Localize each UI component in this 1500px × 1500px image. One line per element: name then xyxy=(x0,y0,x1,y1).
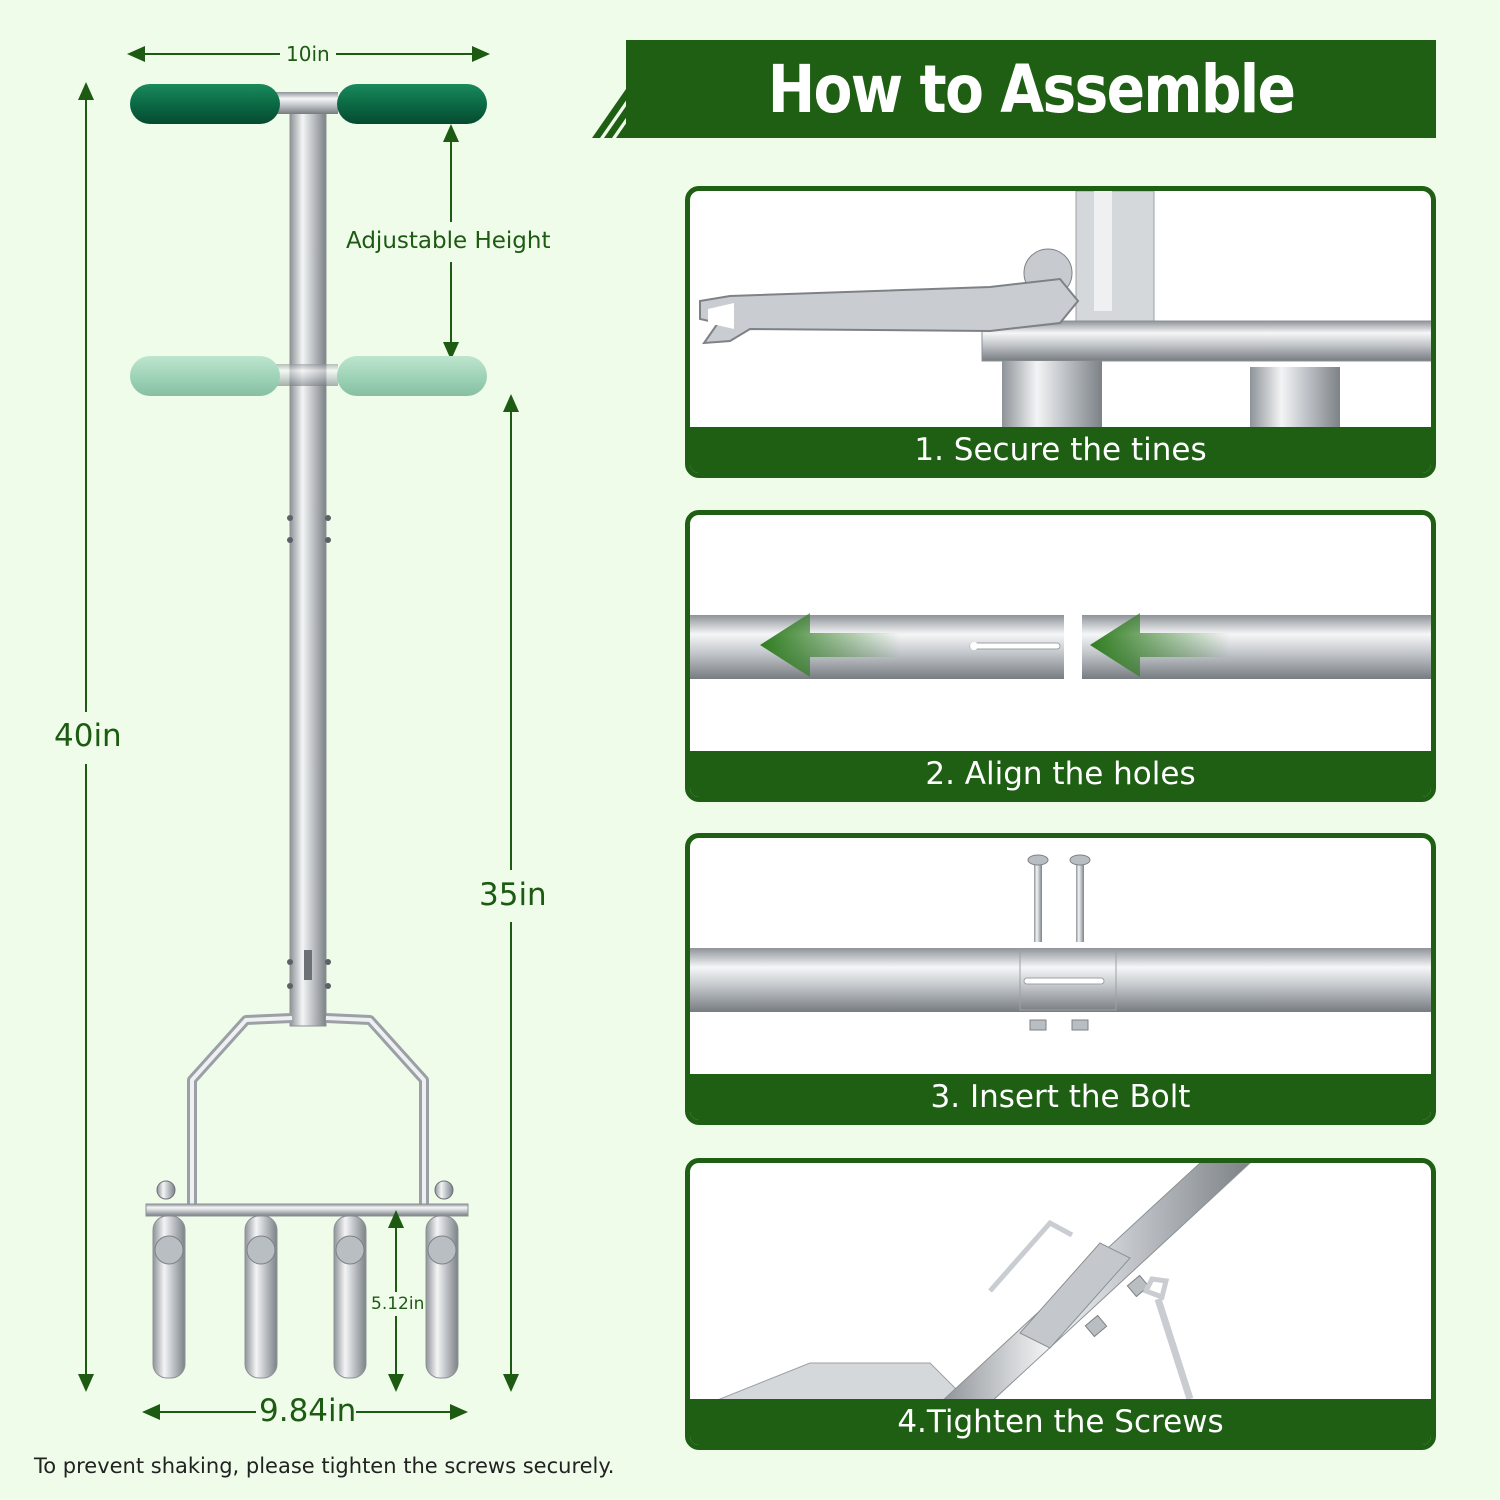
tine-length-label: 5.12in xyxy=(371,1294,425,1314)
upper-grip xyxy=(130,84,487,124)
base-width-label: 9.84in xyxy=(259,1393,357,1429)
step-3-illustration xyxy=(690,854,1431,1031)
total-height-label: 40in xyxy=(54,718,122,754)
step-3-label: 3. Insert the Bolt xyxy=(690,1074,1431,1120)
step-4-illustration xyxy=(709,1163,1251,1403)
step-2-label: 2. Align the holes xyxy=(690,751,1431,797)
lower-grip xyxy=(130,356,487,396)
step-4-label: 4.Tighten the Screws xyxy=(690,1399,1431,1445)
tines xyxy=(152,1215,459,1379)
tine-frame xyxy=(145,1013,469,1217)
assembly-note: To prevent shaking, please tighten the s… xyxy=(34,1454,615,1478)
title-banner xyxy=(626,40,1436,138)
step-card-insert-bolt: 3. Insert the Bolt xyxy=(685,833,1436,1125)
min-height-label: 35in xyxy=(479,877,547,913)
step-2-illustration xyxy=(690,613,1431,679)
aerator-shaft xyxy=(276,92,338,1027)
step-card-secure-tines: 1. Secure the tines xyxy=(685,186,1436,478)
step-card-align-holes: 2. Align the holes xyxy=(685,510,1436,802)
handle-width-label: 10in xyxy=(286,42,330,66)
page-title: How to Assemble xyxy=(767,50,1296,128)
step-1-illustration xyxy=(699,191,1431,431)
step-1-label: 1. Secure the tines xyxy=(690,427,1431,473)
step-card-tighten-screws: 4.Tighten the Screws xyxy=(685,1158,1436,1450)
adjustable-height-label: Adjustable Height xyxy=(346,228,551,254)
